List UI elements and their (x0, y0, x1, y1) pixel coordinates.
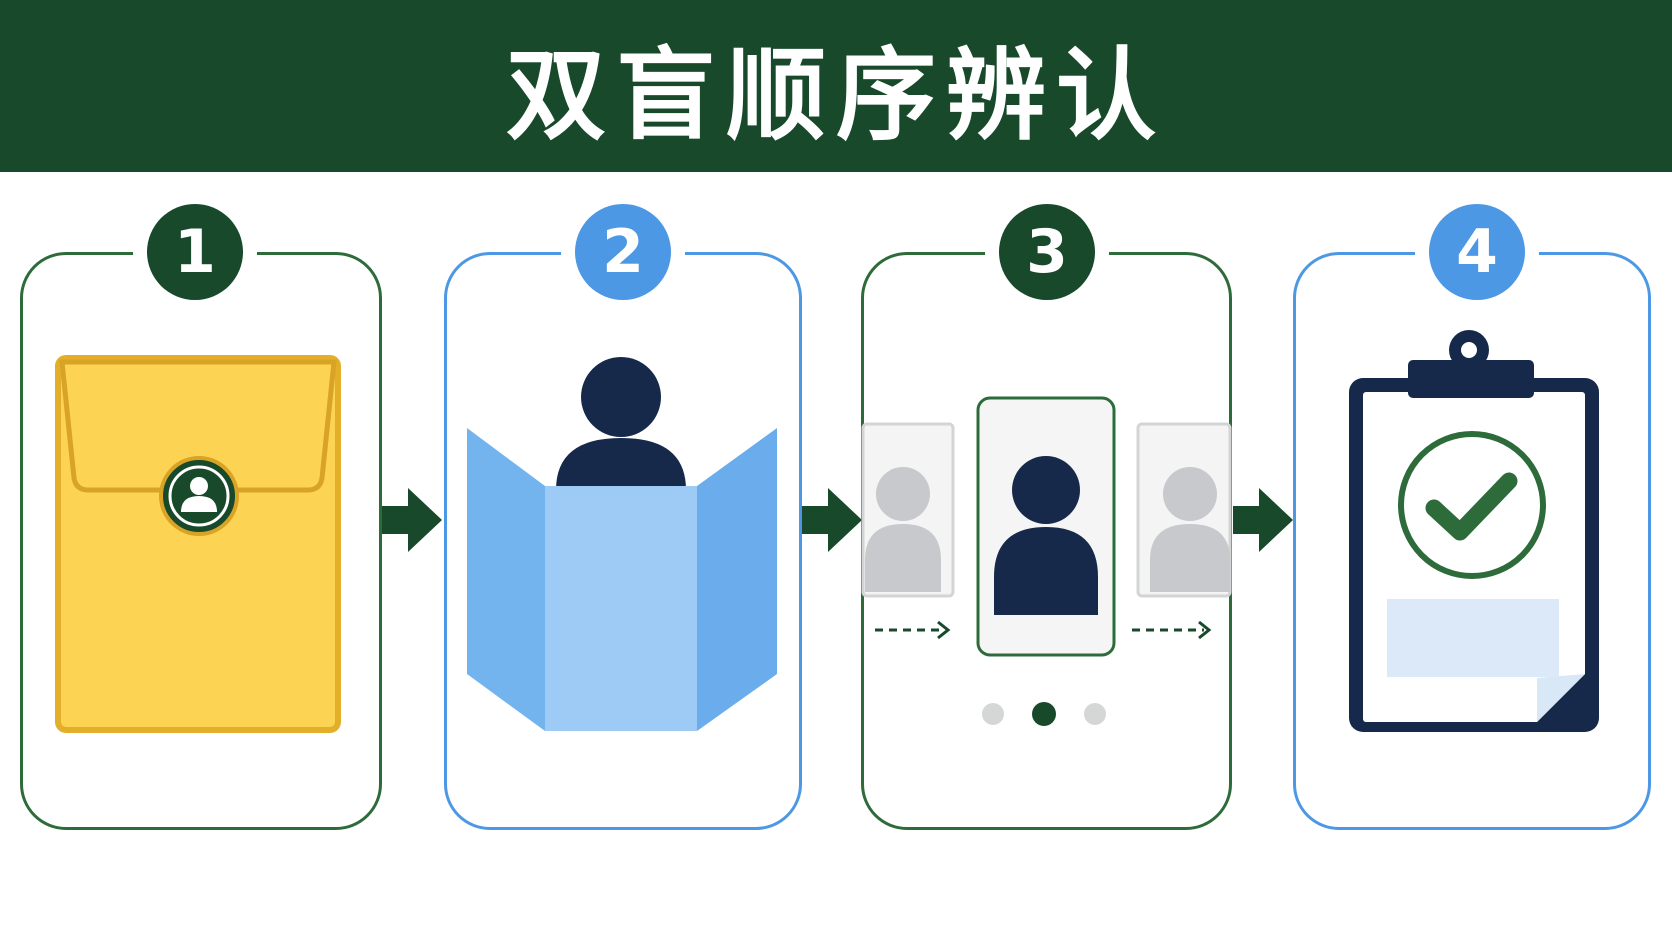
clipboard-check-icon (1349, 330, 1599, 732)
arrow-right-icon (382, 488, 442, 552)
person-seal-icon (181, 477, 217, 512)
dashed-arrow-icon (875, 620, 951, 640)
arrow-right-icon (1233, 488, 1293, 552)
pagination-dots (982, 702, 1106, 726)
previous-photo-card (861, 422, 955, 598)
step-badge-4: 4 (1429, 204, 1525, 300)
arrow-right-icon (802, 488, 862, 552)
step-badge-3: 3 (999, 204, 1095, 300)
privacy-screen-icon (467, 357, 777, 731)
sequential-photo-icon (861, 396, 1232, 726)
administrator-person-icon (556, 357, 686, 490)
title-banner: 双盲顺序辨认 (0, 0, 1672, 172)
next-photo-card (1136, 422, 1232, 598)
step-badge-1: 1 (147, 204, 243, 300)
current-photo-card (976, 396, 1116, 657)
dashed-arrow-icon (1132, 620, 1212, 640)
step-badge-2: 2 (575, 204, 671, 300)
sealed-envelope-icon (55, 355, 341, 733)
page-title: 双盲顺序辨认 (506, 36, 1166, 154)
